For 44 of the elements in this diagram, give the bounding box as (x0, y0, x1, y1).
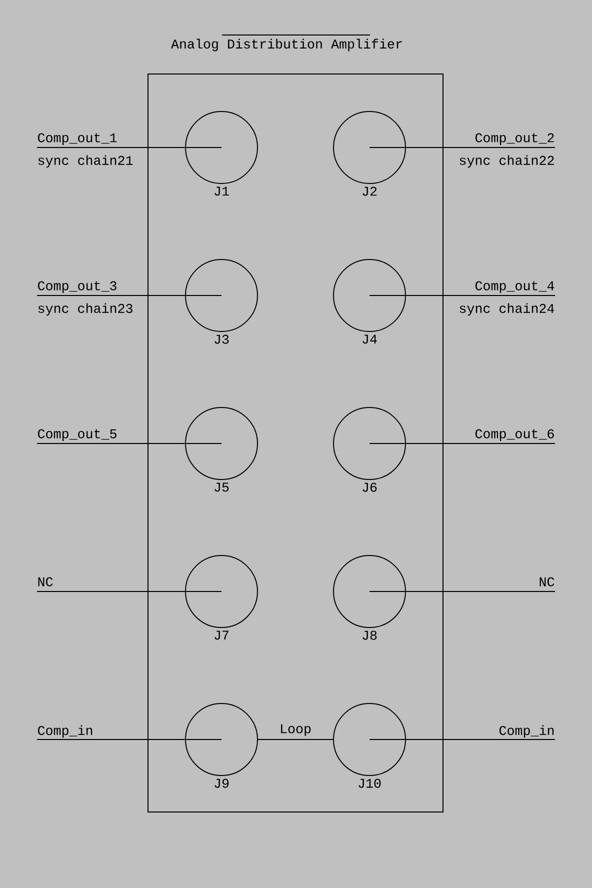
connection-line (36, 739, 222, 740)
connector-circle (185, 703, 258, 776)
connection-line (36, 591, 222, 592)
connector-label: J6 (362, 482, 377, 492)
connector-circle (185, 407, 258, 480)
connection-line (369, 147, 556, 148)
connector-label: J4 (362, 334, 377, 344)
connector-circle (333, 111, 406, 184)
connector-circle (333, 407, 406, 480)
signal-name: Comp_out_1 sync chain21 (38, 133, 133, 168)
connector-label: J1 (214, 186, 229, 196)
connector-circle (185, 259, 258, 332)
signal-name: Comp_out_3 sync chain23 (38, 281, 132, 316)
connection-line (369, 591, 556, 592)
connection-line (36, 295, 222, 296)
signal-name: Comp_in (499, 725, 554, 738)
module-box (148, 74, 444, 812)
connection-line (36, 147, 222, 148)
signal-name: Comp_out_5 (38, 429, 116, 441)
connection-line (369, 443, 556, 444)
connector-circle (333, 555, 406, 628)
connector-label: J10 (358, 778, 381, 788)
signal-name: Comp_out_4 sync chain24 (460, 281, 554, 316)
connector-circle (185, 555, 258, 628)
signal-name: Comp_in (38, 725, 92, 738)
connector-label: J7 (214, 630, 228, 640)
connector-circle (333, 259, 406, 332)
connector-label: J9 (214, 778, 229, 788)
connection-line (258, 739, 334, 740)
connector-circle (185, 111, 258, 184)
title: Analog Distribution Amplifier (170, 38, 402, 52)
connector-label: J5 (214, 482, 229, 492)
edge-label: Loop (281, 724, 311, 736)
connector-circle (333, 703, 406, 776)
signal-name: Comp_out_2 sync chain22 (460, 133, 554, 168)
signal-name: Comp_out_6 (475, 429, 554, 441)
connector-label: J2 (362, 186, 377, 196)
connection-line (36, 443, 222, 444)
signal-name: NC (38, 577, 53, 586)
connection-line (369, 739, 556, 740)
connector-label: J8 (362, 630, 377, 640)
connector-label: J3 (214, 334, 229, 344)
connection-line (369, 295, 556, 296)
signal-name: NC (540, 577, 554, 586)
